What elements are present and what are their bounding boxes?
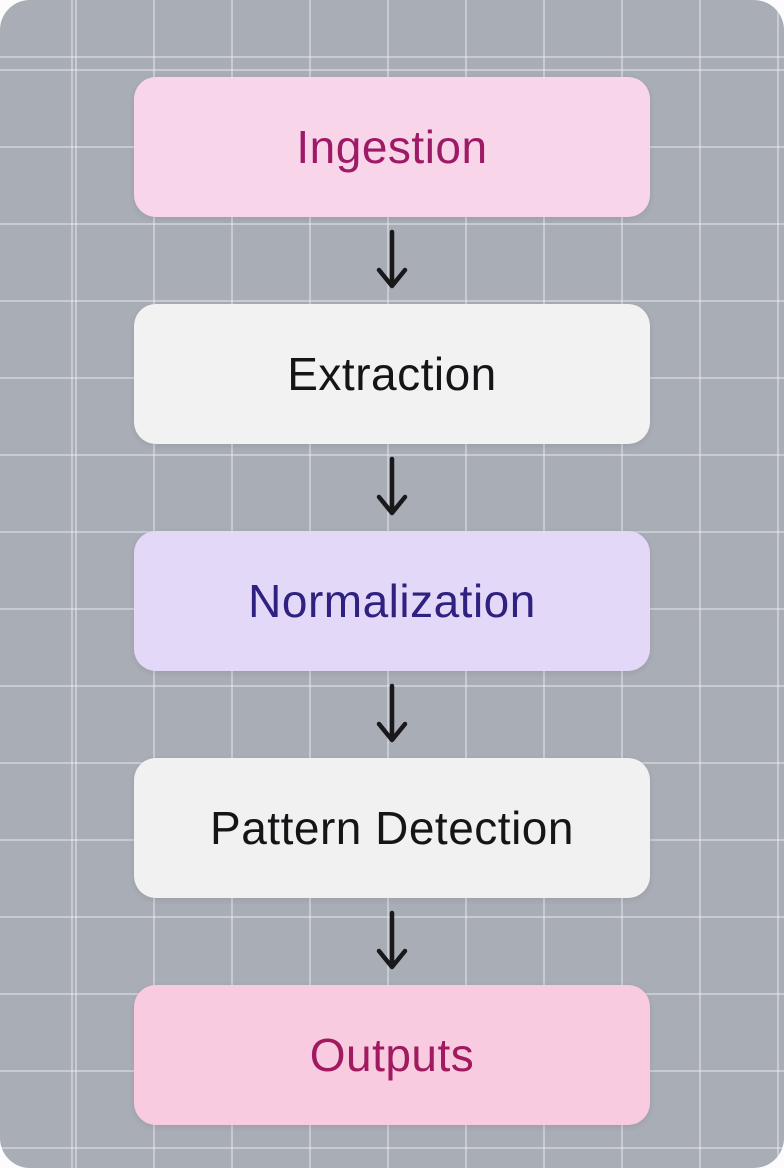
flow-arrow	[134, 671, 650, 758]
flow-node-normalization: Normalization	[134, 531, 650, 671]
flow-arrow	[134, 217, 650, 304]
flow-node-extraction: Extraction	[134, 304, 650, 444]
flow-node-label: Ingestion	[296, 121, 488, 173]
flowchart: Ingestion Extraction Normalization Patte…	[134, 77, 650, 1125]
flow-node-label: Normalization	[248, 575, 536, 627]
flow-node-label: Extraction	[287, 348, 497, 400]
flow-node-label: Outputs	[309, 1029, 475, 1081]
arrow-down-icon	[376, 910, 408, 969]
arrow-down-icon	[376, 683, 408, 742]
flow-arrow	[134, 444, 650, 531]
flow-node-pattern-detection: Pattern Detection	[134, 758, 650, 898]
flow-node-label: Pattern Detection	[210, 802, 574, 854]
flow-node-outputs: Outputs	[134, 985, 650, 1125]
flow-node-ingestion: Ingestion	[134, 77, 650, 217]
arrow-down-icon	[376, 229, 408, 288]
flow-arrow	[134, 898, 650, 985]
arrow-down-icon	[376, 456, 408, 515]
